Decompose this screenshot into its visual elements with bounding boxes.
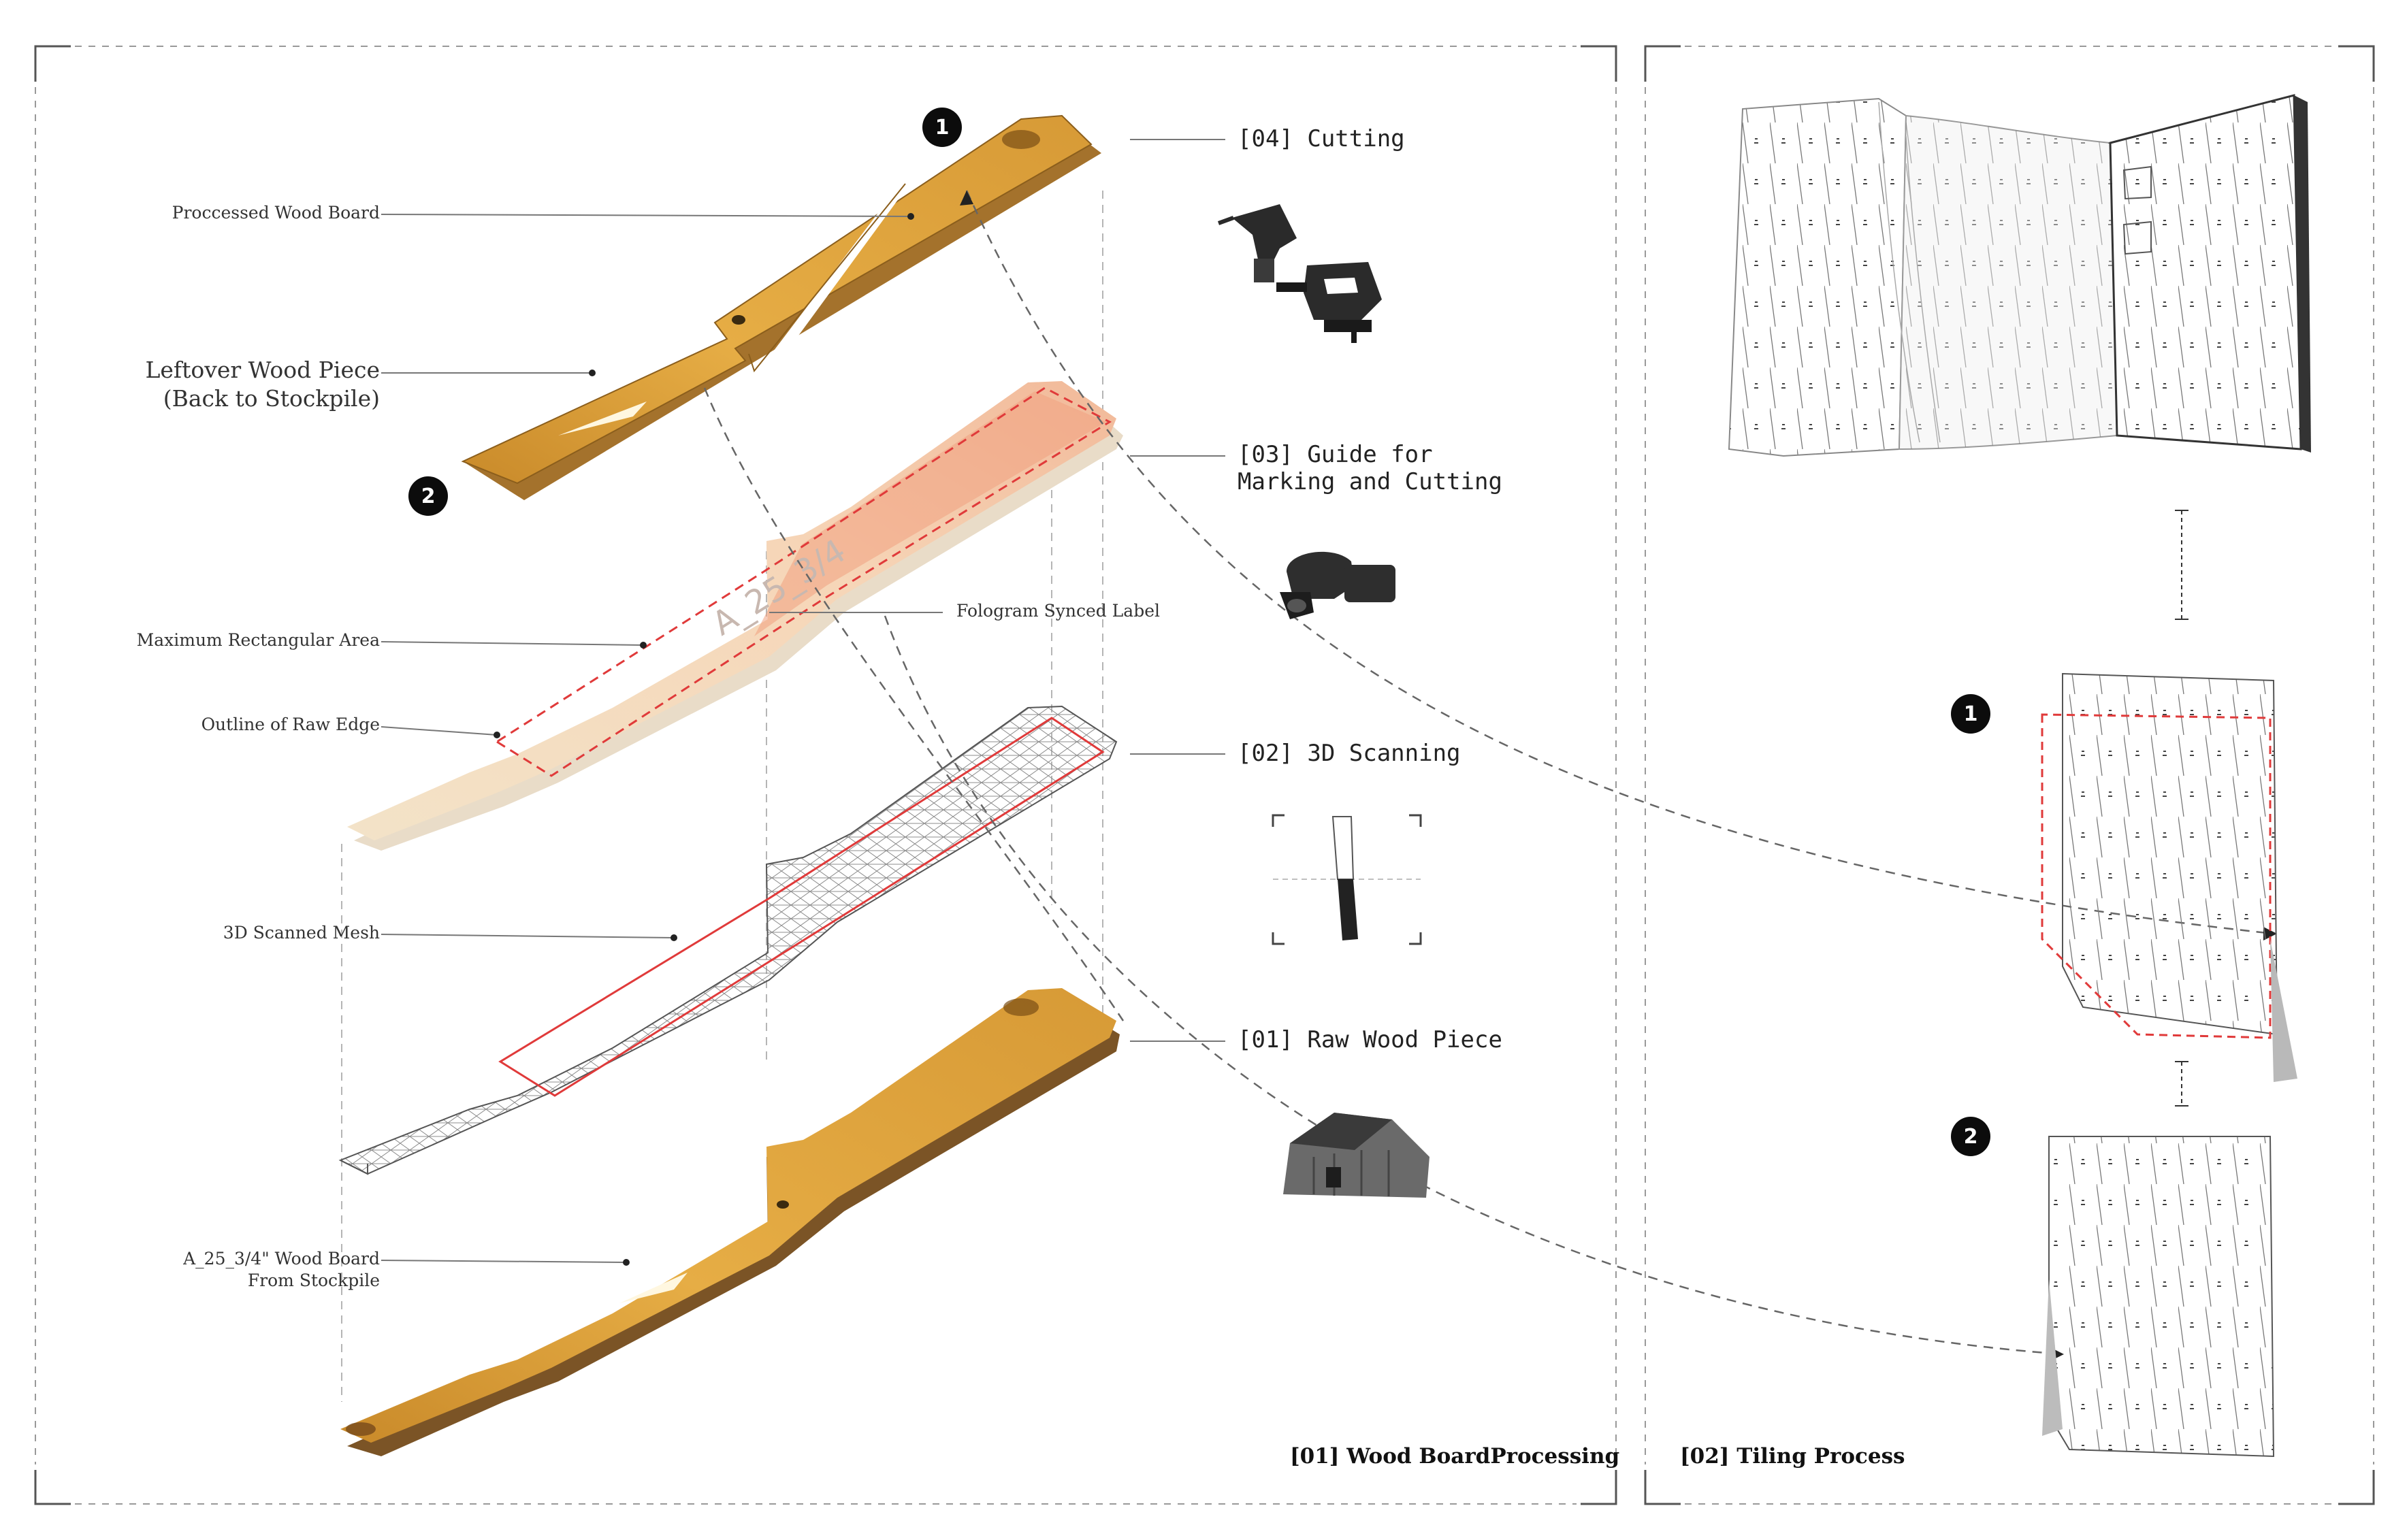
callout-board-line2: From Stockpile: [247, 1271, 380, 1290]
scanned-mesh-board: [338, 705, 1118, 1175]
alignment-guides: [341, 191, 1103, 1402]
callout-leftover-line2: (Back to Stockpile): [163, 385, 380, 412]
callout-board-line1: A_25_3/4" Wood Board: [183, 1249, 380, 1268]
callout-leftover-line1: Leftover Wood Piece: [145, 357, 380, 383]
flow-arcs: [703, 190, 2274, 1356]
scanner-icon: [1272, 814, 1422, 945]
badge-two-left: 2: [408, 476, 448, 516]
frame: [34, 45, 2375, 1505]
badge-one-right: 1: [1951, 694, 1990, 734]
jigsaw-icon: [1276, 262, 1382, 343]
step-03-line1: [03] Guide for: [1238, 441, 1433, 468]
raw-wood-board: [340, 988, 1120, 1456]
callout-scanned-mesh: 3D Scanned Mesh: [223, 923, 380, 943]
step-01-raw-wood: [01] Raw Wood Piece: [1238, 1026, 1502, 1053]
callout-leaders: [381, 139, 1225, 1263]
callout-fologram-label: Fologram Synced Label: [956, 601, 1160, 621]
tiling-model: [1728, 94, 2311, 457]
callout-processed-board: Proccessed Wood Board: [172, 203, 380, 223]
step-04-cutting: [04] Cutting: [1238, 125, 1405, 152]
frame-dashes: [35, 46, 2374, 1505]
panel-title-tiling: [02] Tiling Process: [1680, 1444, 1905, 1469]
headset-icon: [1280, 551, 1395, 619]
scale-marker: [2175, 510, 2188, 1107]
callout-dots: [494, 213, 914, 1266]
callout-outline-edge: Outline of Raw Edge: [201, 715, 380, 734]
panel-title-wood-processing: [01] Wood BoardProcessing: [1290, 1444, 1620, 1469]
badge-one-left: 1: [922, 108, 962, 147]
step-02-scanning: [02] 3D Scanning: [1238, 740, 1461, 767]
tile-sheet-2: [2042, 1136, 2275, 1458]
cut-wood-pieces: [461, 114, 1101, 500]
tile-sheet-1: [2041, 672, 2297, 1082]
step-03-line2: Marking and Cutting: [1238, 468, 1502, 495]
badge-two-right: 2: [1951, 1117, 1990, 1156]
callout-max-rect: Maximum Rectangular Area: [136, 630, 380, 650]
drill-icon: [1217, 204, 1297, 282]
barn-photo: [1283, 1113, 1429, 1198]
